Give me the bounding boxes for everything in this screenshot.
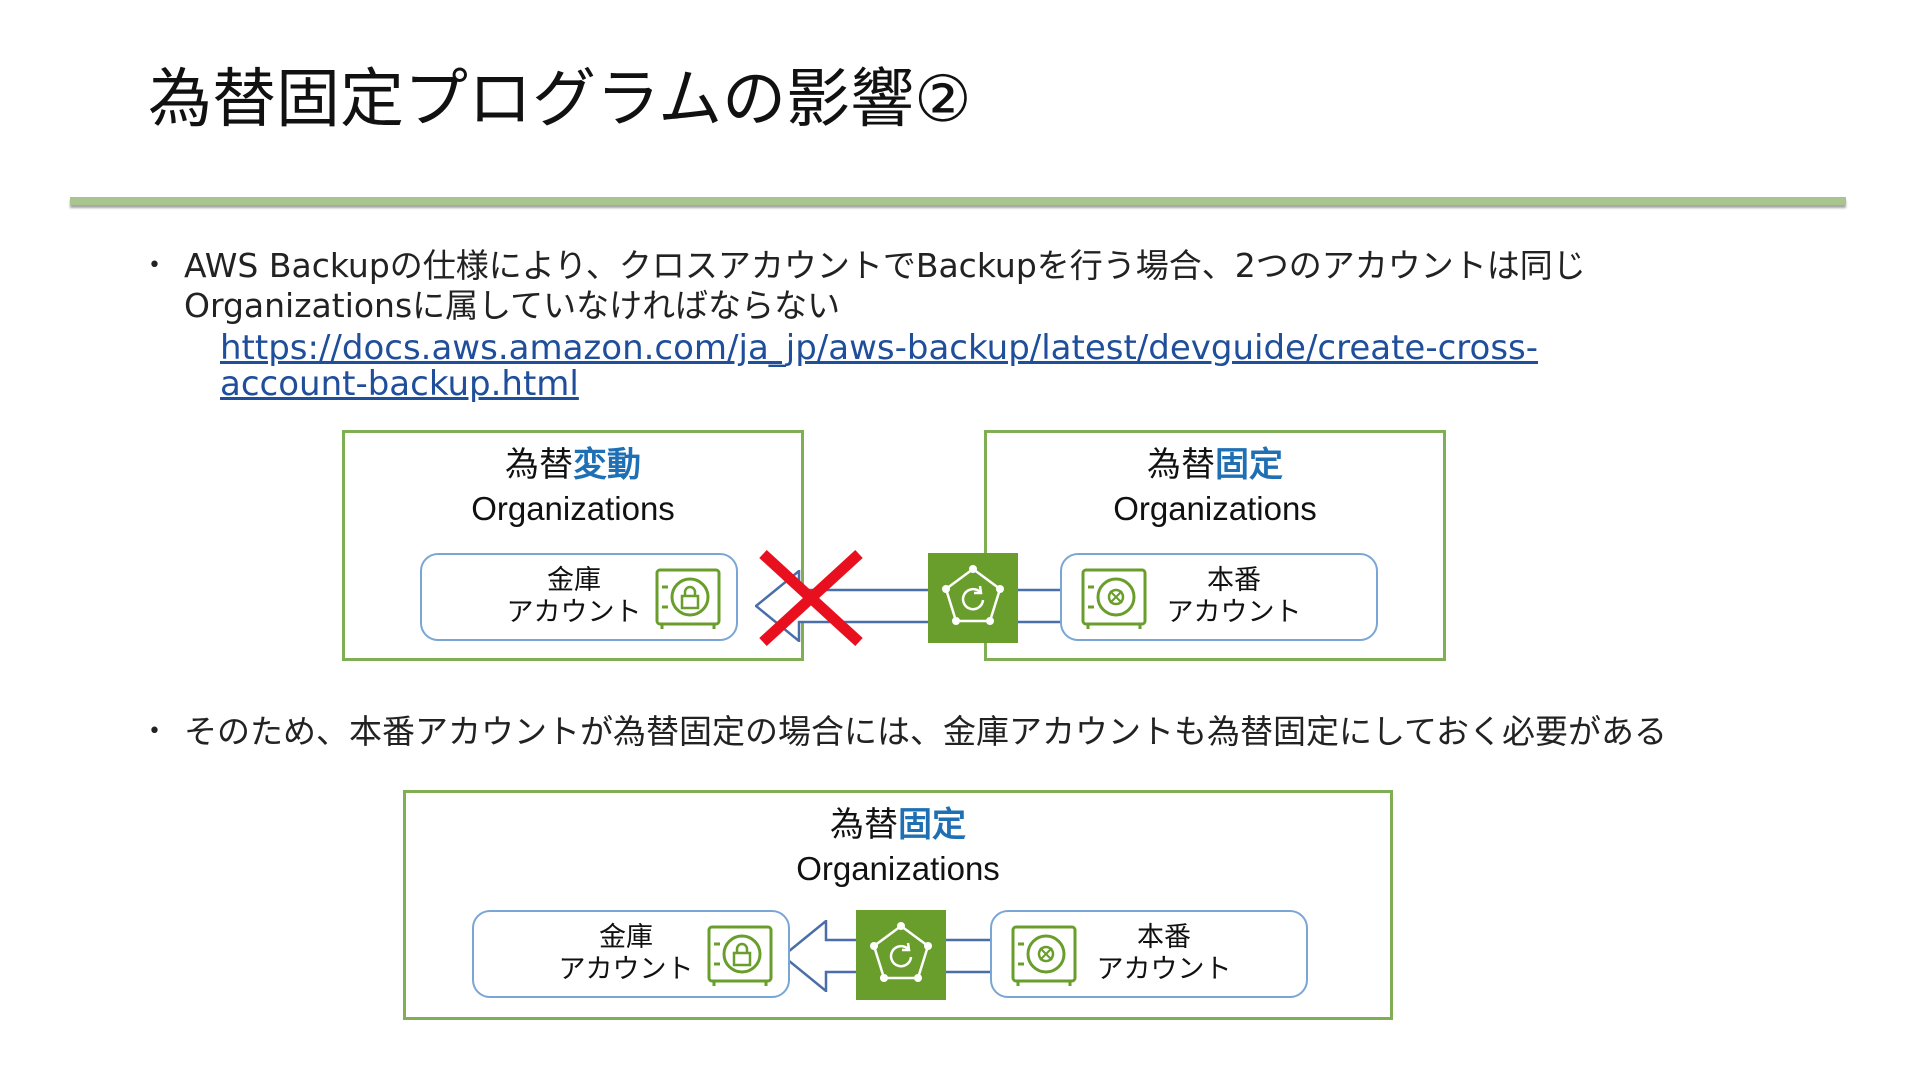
vault-restore-icon <box>1081 568 1147 629</box>
backup-service-tile <box>856 910 946 1000</box>
org-accent: 変動 <box>573 445 641 485</box>
prod-account-label: 本番 アカウント <box>1166 565 1302 628</box>
backup-service-icon <box>942 565 1004 625</box>
bullet-2: • そのため、本番アカウントが為替固定の場合には、金庫アカウントも為替固定にして… <box>148 712 1798 752</box>
vault-lock-icon <box>707 925 773 986</box>
org-fixed-shared-header: 為替固定 Organizations <box>406 803 1390 891</box>
vault-account-label: 金庫 アカウント <box>558 922 694 985</box>
vault-restore-icon <box>1011 925 1077 986</box>
org-floating-header: 為替変動 Organizations <box>345 443 801 531</box>
prod-account: 本番 アカウント <box>1060 553 1378 641</box>
slide-title: 為替固定プログラムの影響② <box>148 63 972 137</box>
org-fixed-header: 為替固定 Organizations <box>987 443 1443 531</box>
vault-account: 金庫 アカウント <box>472 910 790 998</box>
backup-service-icon <box>870 922 932 982</box>
prod-account-label: 本番 アカウント <box>1096 922 1232 985</box>
org-accent: 固定 <box>898 805 966 845</box>
org-sub: Organizations <box>1113 490 1317 527</box>
title-divider <box>70 197 1846 205</box>
org-sub: Organizations <box>471 490 675 527</box>
org-accent: 固定 <box>1215 445 1283 485</box>
vault-lock-icon <box>655 568 721 629</box>
cross-mark-icon <box>759 549 863 647</box>
bullet-2-text: そのため、本番アカウントが為替固定の場合には、金庫アカウントも為替固定にしておく… <box>184 712 1668 751</box>
vault-account: 金庫 アカウント <box>420 553 738 641</box>
org-prefix: 為替 <box>830 805 898 845</box>
bullet-1-text: AWS Backupの仕様により、クロスアカウントでBackupを行う場合、2つ… <box>184 246 1586 325</box>
backup-service-tile <box>928 553 1018 643</box>
org-prefix: 為替 <box>505 445 573 485</box>
vault-account-label: 金庫 アカウント <box>506 565 642 628</box>
prod-account: 本番 アカウント <box>990 910 1308 998</box>
org-prefix: 為替 <box>1147 445 1215 485</box>
docs-link[interactable]: https://docs.aws.amazon.com/ja_jp/aws-ba… <box>220 328 1539 404</box>
bullet-1: • AWS Backupの仕様により、クロスアカウントでBackupを行う場合、… <box>148 246 1748 326</box>
org-sub: Organizations <box>796 850 1000 887</box>
bullet-dot: • <box>148 719 161 744</box>
bullet-dot: • <box>148 253 161 278</box>
